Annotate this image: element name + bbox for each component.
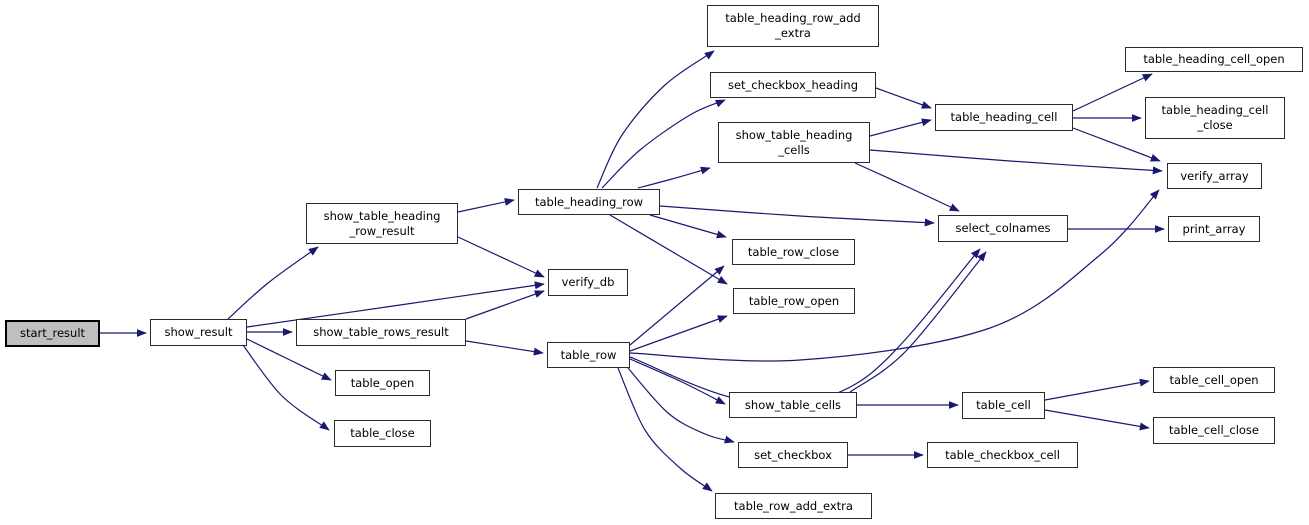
node-label: table_heading_cell — [1161, 103, 1269, 118]
node-label: start_result — [19, 326, 86, 341]
edge-table_heading_row--show_table_heading_cells — [637, 166, 711, 189]
node-label: _cells — [778, 142, 810, 157]
edge-show_table_heading_cells--verify_array — [869, 149, 1163, 175]
edge-table_row--set_checkbox — [627, 367, 735, 444]
node-label: show_table_heading — [323, 208, 441, 223]
node-label: show_table_rows_result — [313, 325, 449, 340]
node-verify_db[interactable]: verify_db — [548, 269, 628, 296]
edge-show_table_heading_cells--table_heading_cell — [869, 118, 932, 137]
node-label: table_open — [350, 375, 415, 390]
edge-show_result--verify_db — [246, 281, 545, 328]
node-label: table_heading_cell — [950, 110, 1058, 125]
node-show_table_heading_cells[interactable]: show_table_heading_cells — [718, 122, 870, 163]
node-table_heading_cell_open[interactable]: table_heading_cell_open — [1125, 47, 1303, 72]
node-label: table_heading_row_add — [725, 11, 861, 26]
node-label: table_close — [350, 426, 415, 441]
edge-show_table_heading_cells--select_colnames — [854, 162, 960, 212]
node-show_table_rows_result[interactable]: show_table_rows_result — [296, 319, 466, 346]
node-label: verify_array — [1180, 168, 1249, 183]
edge-table_heading_cell--table_heading_cell_open — [1072, 73, 1153, 112]
node-show_table_heading_row_result[interactable]: show_table_heading_row_result — [306, 203, 458, 244]
node-label: _close — [1197, 118, 1233, 132]
node-label: show_result — [164, 325, 233, 340]
node-table_row_open[interactable]: table_row_open — [733, 288, 855, 314]
node-verify_array[interactable]: verify_array — [1167, 163, 1262, 189]
node-table_cell_open[interactable]: table_cell_open — [1153, 367, 1275, 393]
edge-table_heading_cell--verify_array — [1072, 127, 1161, 162]
edge-table_row--table_row_add_extra — [617, 367, 713, 492]
edge-table_row--table_row_open — [629, 315, 728, 352]
node-label: show_table_heading — [735, 127, 853, 142]
node-table_row_add_extra[interactable]: table_row_add_extra — [715, 493, 872, 519]
node-start_result[interactable]: start_result — [5, 320, 100, 347]
node-label: table_heading_row — [534, 194, 644, 209]
node-table_heading_cell_close[interactable]: table_heading_cell_close — [1145, 97, 1285, 139]
node-table_row[interactable]: table_row — [547, 342, 630, 368]
edge-show_table_rows_result--table_row — [465, 340, 544, 356]
edge-table_heading_row--set_checkbox_heading — [601, 99, 726, 189]
edge-show_result--table_close — [242, 344, 330, 431]
node-label: table_heading_cell_open — [1143, 52, 1285, 67]
node-set_checkbox[interactable]: set_checkbox — [738, 442, 848, 468]
edge-table_heading_row--table_heading_row_add_extra — [596, 50, 715, 189]
edge-show_result--table_open — [246, 338, 332, 381]
node-print_array[interactable]: print_array — [1168, 216, 1260, 242]
edge-set_checkbox_heading--table_heading_cell — [875, 87, 932, 109]
node-table_open[interactable]: table_open — [335, 370, 430, 396]
edge-table_cell--table_cell_open — [1044, 378, 1150, 401]
node-table_heading_row_add_extra[interactable]: table_heading_row_add_extra — [707, 5, 879, 47]
edge-show_table_heading_row_result--table_heading_row — [457, 198, 515, 213]
node-set_checkbox_heading[interactable]: set_checkbox_heading — [710, 72, 876, 98]
node-table_checkbox_cell[interactable]: table_checkbox_cell — [927, 442, 1078, 468]
node-label: table_checkbox_cell — [945, 447, 1060, 462]
node-table_close[interactable]: table_close — [334, 420, 431, 447]
edge-table_heading_row--select_colnames — [659, 205, 935, 227]
edge-group — [100, 50, 1165, 492]
node-label: table_row_close — [747, 244, 840, 259]
node-label: table_cell_open — [1169, 372, 1259, 387]
node-select_colnames[interactable]: select_colnames — [938, 215, 1068, 242]
node-label: set_checkbox — [754, 447, 832, 462]
node-label: show_table_cells — [744, 397, 842, 412]
node-table_cell[interactable]: table_cell — [962, 392, 1045, 419]
edge-table_row--table_row_close — [629, 265, 725, 346]
node-table_heading_row[interactable]: table_heading_row — [518, 189, 660, 215]
edge-show_table_rows_result--verify_db — [465, 290, 545, 320]
edge-table_heading_row--table_row_close — [649, 214, 727, 239]
node-label: table_cell — [976, 398, 1031, 413]
node-label: verify_db — [561, 275, 615, 290]
node-label: _row_result — [349, 223, 415, 238]
node-show_table_cells[interactable]: show_table_cells — [729, 392, 857, 418]
edge-show_result--show_table_heading_row_result — [227, 246, 319, 320]
edge-table_cell--table_cell_close — [1044, 409, 1150, 431]
edge-table_row--verify_array — [629, 189, 1160, 362]
node-label: table_row_open — [748, 293, 840, 308]
node-label: select_colnames — [955, 221, 1051, 236]
edge-show_table_heading_row_result--verify_db — [457, 236, 545, 278]
edge-table_row--show_table_cells — [629, 358, 726, 405]
node-table_heading_cell[interactable]: table_heading_cell — [935, 104, 1073, 131]
node-label: table_row_add_extra — [734, 498, 853, 513]
node-label: table_cell_close — [1168, 423, 1260, 438]
node-label: table_row — [560, 347, 617, 362]
node-table_row_close[interactable]: table_row_close — [732, 239, 855, 265]
edge-table_heading_row--table_row_open — [609, 214, 728, 285]
node-show_result[interactable]: show_result — [150, 319, 247, 346]
node-label: set_checkbox_heading — [727, 77, 859, 92]
node-label: _extra — [775, 26, 811, 40]
edge-show_table_cells--select_colnames — [849, 251, 987, 393]
node-table_cell_close[interactable]: table_cell_close — [1153, 417, 1275, 444]
node-label: print_array — [1182, 221, 1246, 236]
